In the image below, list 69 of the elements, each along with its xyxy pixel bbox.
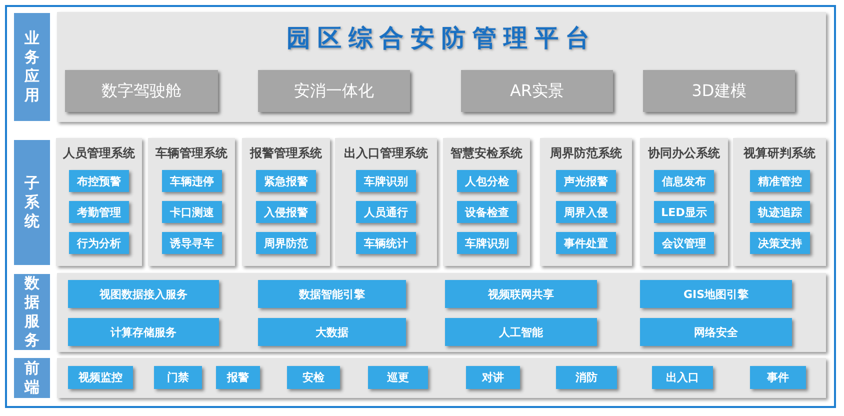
function-box: 声光报警 <box>556 170 616 192</box>
layer-label: 前端 <box>14 358 50 398</box>
subsystem-card <box>242 138 330 266</box>
function-box: LED显示 <box>654 201 714 223</box>
function-box: 人员通行 <box>356 201 416 223</box>
application-box: 3D建模 <box>643 70 795 112</box>
function-box: 精准管控 <box>750 170 810 192</box>
function-box: 设备检查 <box>457 201 517 223</box>
card-heading: 周界防范系统 <box>549 145 623 162</box>
function-box: 行为分析 <box>69 232 129 254</box>
application-box: AR实景 <box>461 70 613 112</box>
subsystem-card <box>540 138 632 266</box>
function-box: 门禁 <box>154 366 202 389</box>
function-box: 信息发布 <box>654 170 714 192</box>
function-box: 视频联网共享 <box>445 280 597 308</box>
card-heading: 出入口管理系统 <box>343 145 429 162</box>
card-heading: 协同办公系统 <box>647 145 721 162</box>
card-heading: 智慧安检系统 <box>450 145 524 162</box>
subsystem-card <box>640 138 728 266</box>
layer-panel <box>57 358 826 398</box>
function-box: 视图数据接入服务 <box>68 280 219 308</box>
function-box: 车牌识别 <box>457 232 517 254</box>
function-box: 车辆统计 <box>356 232 416 254</box>
function-box: 巡更 <box>368 366 428 389</box>
platform-title: 园区综合安防管理平台 <box>286 23 598 54</box>
function-box: 入侵报警 <box>256 201 316 223</box>
subsystem-card <box>733 138 826 266</box>
function-box: 数据智能引擎 <box>258 280 406 308</box>
card-heading: 车辆管理系统 <box>154 145 228 162</box>
function-box: 轨迹追踪 <box>750 201 810 223</box>
subsystem-card <box>443 138 530 266</box>
function-box: GIS地图引擎 <box>640 280 792 308</box>
function-box: 大数据 <box>258 318 406 346</box>
application-box: 数字驾驶舱 <box>65 70 218 112</box>
subsystem-card <box>56 138 142 266</box>
function-box: 视频监控 <box>68 366 133 389</box>
function-box: 周界入侵 <box>556 201 616 223</box>
function-box: 报警 <box>216 366 260 389</box>
function-box: 安检 <box>287 366 340 389</box>
function-box: 考勤管理 <box>69 201 129 223</box>
card-heading: 视算研判系统 <box>742 145 816 162</box>
function-box: 消防 <box>556 366 617 389</box>
layer-label: 数据服务 <box>14 274 50 350</box>
function-box: 计算存储服务 <box>68 318 219 346</box>
function-box: 出入口 <box>652 366 713 389</box>
function-box: 网络安全 <box>640 318 792 346</box>
function-box: 决策支持 <box>750 232 810 254</box>
function-box: 人包分检 <box>457 170 517 192</box>
function-box: 布控预警 <box>69 170 129 192</box>
card-heading: 人员管理系统 <box>62 145 136 162</box>
layer-panel <box>57 273 826 352</box>
subsystem-card <box>335 138 437 266</box>
function-box: 诱导寻车 <box>162 232 222 254</box>
function-box: 周界防范 <box>256 232 316 254</box>
function-box: 紧急报警 <box>256 170 316 192</box>
layer-label: 子系统 <box>14 140 50 265</box>
function-box: 事件 <box>750 366 806 389</box>
function-box: 对讲 <box>466 366 520 389</box>
card-heading: 报警管理系统 <box>248 145 323 162</box>
function-box: 车辆违停 <box>162 170 222 192</box>
function-box: 会议管理 <box>654 232 714 254</box>
subsystem-card <box>148 138 235 266</box>
function-box: 车牌识别 <box>356 170 416 192</box>
function-box: 事件处置 <box>556 232 616 254</box>
application-box: 安消一体化 <box>258 70 410 112</box>
function-box: 卡口测速 <box>162 201 222 223</box>
platform-panel <box>57 12 826 122</box>
function-box: 人工智能 <box>445 318 597 346</box>
layer-label: 业务应用 <box>14 13 50 121</box>
